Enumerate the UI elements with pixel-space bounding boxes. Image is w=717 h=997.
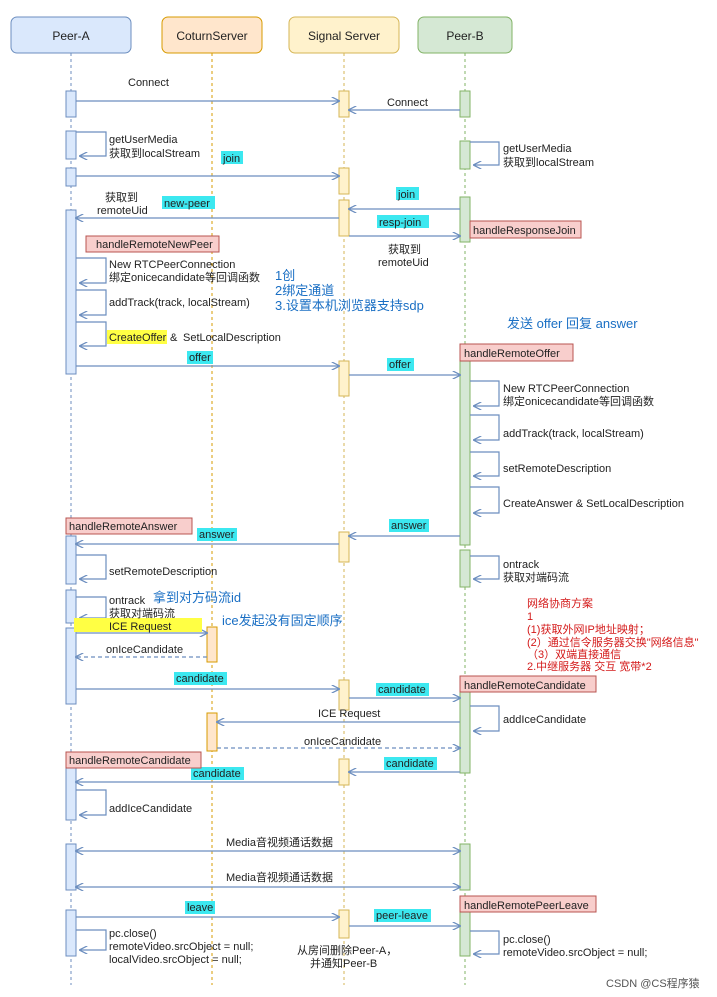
msg-set-remote-desc-a: setRemoteDescription (109, 566, 217, 578)
msg-create-offer-amp: & (170, 332, 178, 344)
activations-coturn (206, 626, 218, 752)
note-get-stream-id: 拿到对方码流id (153, 590, 241, 605)
msg-get-user-media-b-2: 获取到localStream (503, 156, 594, 169)
msg-got-remote-uid-b-1: 获取到 (388, 243, 421, 256)
msg-add-ice-b: addIceCandidate (503, 714, 586, 726)
msg-onice-b: onIceCandidate (304, 736, 381, 748)
participant-signal-label: Signal Server (308, 29, 380, 43)
note-offer-answer: 发送 offer 回复 answer (507, 316, 638, 331)
note-create-2: 2绑定通道 (275, 283, 334, 298)
activations-peer-a (65, 90, 77, 957)
activations-signal (338, 90, 350, 939)
handler-remote-candidate-a: handleRemoteCandidate (69, 755, 191, 767)
highlights (74, 151, 437, 922)
activations-peer-b (459, 90, 471, 957)
msg-ontrack-a-2: 获取对端码流 (109, 606, 175, 620)
msg-media-2: Media音视频通话数据 (226, 870, 333, 884)
msg-onice-a: onIceCandidate (106, 644, 183, 656)
note-net-6: 2.中继服务器 交互 宽带*2 (527, 659, 652, 673)
msg-close-a-3: localVideo.srcObject = null; (109, 954, 242, 966)
msg-ontrack-a-1: ontrack (109, 595, 146, 607)
msg-got-remote-uid-a-1: 获取到 (105, 191, 138, 204)
msg-join-b: join (397, 189, 415, 201)
msg-got-remote-uid-b-2: remoteUid (378, 257, 429, 269)
note-create-3: 3.设置本机浏览器支持sdp (275, 298, 424, 313)
msg-set-remote-desc-b: setRemoteDescription (503, 463, 611, 475)
msg-connect-b: Connect (387, 97, 428, 109)
msg-add-ice-a: addIceCandidate (109, 803, 192, 815)
msg-new-rtc-a-2: 绑定onicecandidate等回调函数 (109, 270, 260, 284)
msg-close-a-2: remoteVideo.srcObject = null; (109, 941, 253, 953)
msg-close-b-1: pc.close() (503, 934, 551, 946)
msg-offer-a: offer (189, 352, 211, 364)
participant-peer-b: Peer-B (417, 16, 513, 54)
note-net-1: 网络协商方案 (527, 596, 593, 610)
msg-ontrack-b-2: 获取对端码流 (503, 570, 569, 584)
msg-set-local-desc-a: SetLocalDescription (183, 332, 281, 344)
note-net-5: （3）双端直接通信 (527, 647, 621, 661)
msg-add-track-b: addTrack(track, localStream) (503, 428, 644, 440)
msg-leave: leave (187, 902, 213, 914)
msg-get-user-media-a-2: 获取到localStream (109, 147, 200, 160)
msg-answer-b: answer (391, 520, 427, 532)
msg-close-b-2: remoteVideo.srcObject = null; (503, 947, 647, 959)
msg-get-user-media-b-1: getUserMedia (503, 143, 572, 155)
msg-resp-join: resp-join (379, 217, 421, 229)
note-net-4: (2）通过信令服务器交换"网络信息" (527, 635, 699, 649)
msg-candidate-b2: candidate (193, 768, 241, 780)
msg-offer-b: offer (389, 359, 411, 371)
handler-boxes (65, 220, 597, 913)
msg-remove-2: 并通知Peer-B (310, 956, 377, 970)
msg-new-rtc-b-2: 绑定onicecandidate等回调函数 (503, 394, 654, 408)
participant-signal: Signal Server (288, 16, 400, 54)
msg-ice-request-b: ICE Request (318, 708, 380, 720)
msg-peer-leave: peer-leave (376, 910, 428, 922)
msg-new-rtc-a-1: New RTCPeerConnection (109, 259, 235, 271)
handler-remote-answer: handleRemoteAnswer (69, 521, 178, 533)
note-net-2: 1 (527, 611, 533, 623)
msg-got-remote-uid-a-2: remoteUid (97, 205, 148, 217)
msg-new-peer: new-peer (164, 198, 210, 210)
msg-answer-a: answer (199, 529, 235, 541)
msg-new-rtc-b-1: New RTCPeerConnection (503, 383, 629, 395)
msg-candidate-b: candidate (386, 758, 434, 770)
participant-coturn: CoturnServer (161, 16, 263, 54)
msg-candidate-a: candidate (176, 673, 224, 685)
handler-remote-offer: handleRemoteOffer (464, 348, 560, 360)
message-arrows (76, 101, 500, 954)
handler-remote-peer-leave: handleRemotePeerLeave (464, 900, 589, 912)
handler-remote-candidate-b: handleRemoteCandidate (464, 680, 586, 692)
msg-add-track-a: addTrack(track, localStream) (109, 297, 250, 309)
msg-media-1: Media音视频通话数据 (226, 835, 333, 849)
handler-response-join: handleResponseJoin (473, 225, 576, 237)
watermark: CSDN @CS程序猿 (606, 976, 700, 990)
handler-remote-new-peer: handleRemoteNewPeer (96, 239, 213, 251)
note-ice-order: ice发起没有固定顺序 (222, 613, 343, 628)
msg-connect-a: Connect (128, 77, 169, 89)
msg-join-a: join (222, 153, 240, 165)
participant-peer-a-label: Peer-A (52, 29, 89, 43)
msg-candidate-a2: candidate (378, 684, 426, 696)
msg-remove-1: 从房间删除Peer-A， (297, 943, 397, 957)
msg-get-user-media-a-1: getUserMedia (109, 134, 178, 146)
msg-ontrack-b-1: ontrack (503, 559, 540, 571)
msg-create-answer: CreateAnswer & SetLocalDescription (503, 498, 684, 510)
msg-create-offer: CreateOffer (109, 332, 167, 344)
note-net-3: (1)获取外网IP地址映射； (527, 622, 650, 636)
participant-coturn-label: CoturnServer (176, 29, 247, 43)
participant-peer-a: Peer-A (10, 16, 132, 54)
msg-ice-request-a: ICE Request (109, 621, 171, 633)
note-create-1: 1创 (275, 268, 295, 283)
participant-peer-b-label: Peer-B (446, 29, 483, 43)
msg-close-a-1: pc.close() (109, 928, 157, 940)
